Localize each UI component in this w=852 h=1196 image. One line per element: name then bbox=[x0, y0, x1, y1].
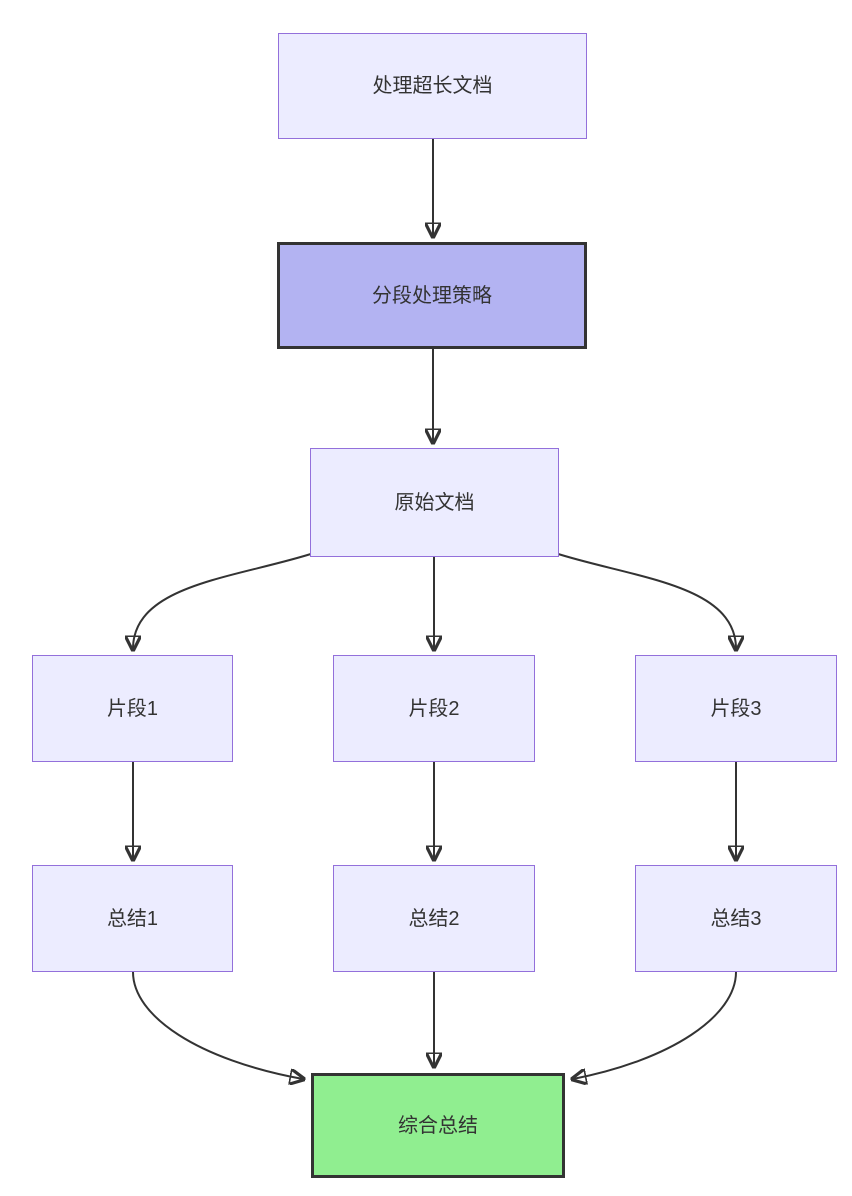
node-strategy-label: 分段处理策略 bbox=[372, 284, 492, 307]
node-seg3-label: 片段3 bbox=[710, 697, 762, 720]
node-seg1: 片段1 bbox=[32, 655, 233, 762]
node-doc-label: 处理超长文档 bbox=[372, 75, 493, 97]
node-final-label: 综合总结 bbox=[398, 1114, 478, 1137]
node-sum3: 总结3 bbox=[635, 865, 837, 972]
edge-sum1-final bbox=[132, 971, 303, 1079]
node-seg2-label: 片段2 bbox=[408, 697, 460, 720]
edge-original-seg3 bbox=[554, 552, 736, 649]
node-doc: 处理超长文档 bbox=[278, 33, 587, 139]
node-seg2: 片段2 bbox=[333, 655, 535, 762]
node-sum3-label: 总结3 bbox=[710, 907, 762, 930]
node-original-label: 原始文档 bbox=[394, 491, 475, 514]
node-strategy: 分段处理策略 bbox=[277, 242, 587, 349]
node-sum1: 总结1 bbox=[32, 865, 233, 972]
edge-original-seg1 bbox=[133, 552, 315, 649]
edge-sum3-final bbox=[573, 971, 737, 1079]
node-sum2: 总结2 bbox=[333, 865, 535, 972]
node-seg3: 片段3 bbox=[635, 655, 837, 762]
node-original: 原始文档 bbox=[310, 448, 559, 557]
node-sum1-label: 总结1 bbox=[106, 907, 159, 930]
node-sum2-label: 总结2 bbox=[408, 907, 460, 930]
node-seg1-label: 片段1 bbox=[106, 697, 159, 720]
node-final: 综合总结 bbox=[311, 1073, 565, 1178]
